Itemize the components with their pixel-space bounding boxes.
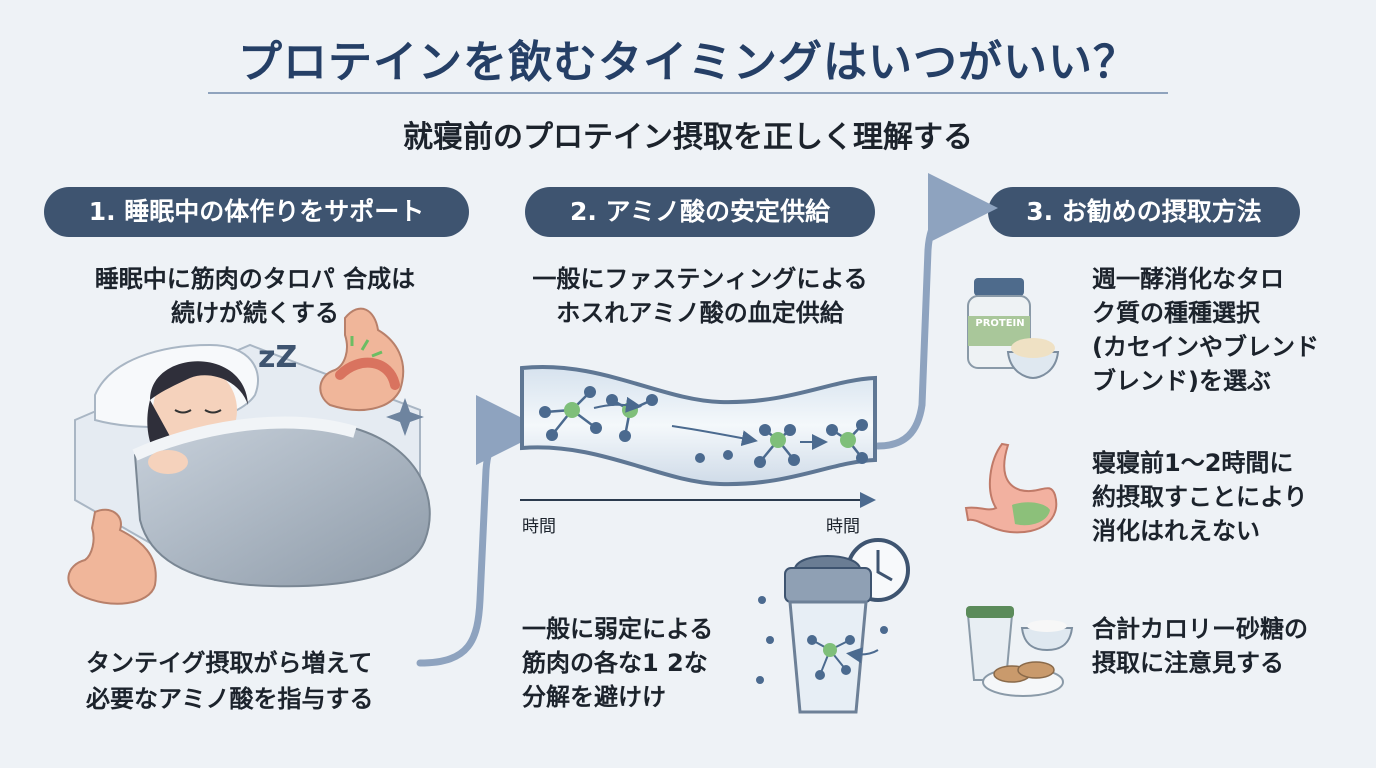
flow-arrow-1-to-2 <box>416 395 546 667</box>
section-3-item-2-line-2: 約摂取すことにより <box>1092 483 1308 511</box>
section-2-caption-top-line-1: 一般にファステンィングによる <box>532 265 868 293</box>
section-1-caption-bottom-line-1: タンテイグ摂取がら増えて <box>86 649 373 677</box>
section-2-caption-top-line-2: ホスれアミノ酸の血定供給 <box>556 299 844 327</box>
zzz-label: zZ <box>258 340 298 375</box>
section-3-item-1-line-4: ブレンド)を選ぶ <box>1092 367 1271 395</box>
section-1-caption-top-line-2: 続けが続くする <box>171 299 339 327</box>
snack-plate-icon <box>966 606 1074 697</box>
section-2-heading: 2. アミノ酸の安定供給 <box>525 187 875 237</box>
flow-arrow-2-to-3 <box>874 173 998 450</box>
section-3-heading: 3. お勧めの摂取方法 <box>988 187 1300 237</box>
protein-jar-icon <box>967 278 1060 380</box>
page-title: プロテインを飲むタイミングはいつがいい？ <box>238 37 1138 88</box>
time-axis-label-left: 時間 <box>522 517 556 537</box>
section-3-item-1-line-1: 週一酵消化なタロ <box>1092 265 1284 293</box>
flexed-arm-icon <box>67 508 157 605</box>
time-axis-label-right: 時間 <box>826 517 860 537</box>
protein-jar-label: PROTEIN <box>975 318 1025 329</box>
section-2-caption-bottom-line-1: 一般に弱定による <box>522 615 714 643</box>
section-3-item-3-line-1: 合計カロリー砂糖の <box>1092 615 1308 643</box>
section-3-item-2-line-1: 寝寝前1〜2時間に <box>1092 449 1294 477</box>
section-3-item-3-line-2: 摂取に注意見する <box>1092 649 1284 677</box>
section-1-heading: 1. 睡眠中の体作りをサポート <box>44 187 469 237</box>
amino-acid-stream-illustration <box>520 365 877 487</box>
protein-shaker-icon <box>756 555 888 714</box>
section-3-item-1-line-2: ク質の種種選択 <box>1092 299 1260 327</box>
sparkle-icon <box>386 398 424 436</box>
stomach-icon <box>964 442 1058 534</box>
section-3-item-1-line-3: (カセインやブレンド <box>1092 333 1319 361</box>
section-3-item-2-line-3: 消化はれえない <box>1092 517 1260 545</box>
flexed-arm-icon <box>319 307 405 411</box>
sparkle-icon <box>350 336 383 358</box>
section-2-caption-bottom-line-3: 分解を避けけ <box>522 683 666 711</box>
section-2-caption-bottom-line-2: 筋肉の各な1 2な <box>522 649 708 677</box>
title-divider <box>208 92 1168 94</box>
page-subtitle: 就寝前のプロテイン摂取を正しく理解する <box>403 120 973 155</box>
section-1-caption-bottom-line-2: 必要なアミノ酸を指与する <box>86 685 374 713</box>
section-1-caption-top-line-1: 睡眠中に筋肉のタロパ 合成は <box>94 265 416 293</box>
